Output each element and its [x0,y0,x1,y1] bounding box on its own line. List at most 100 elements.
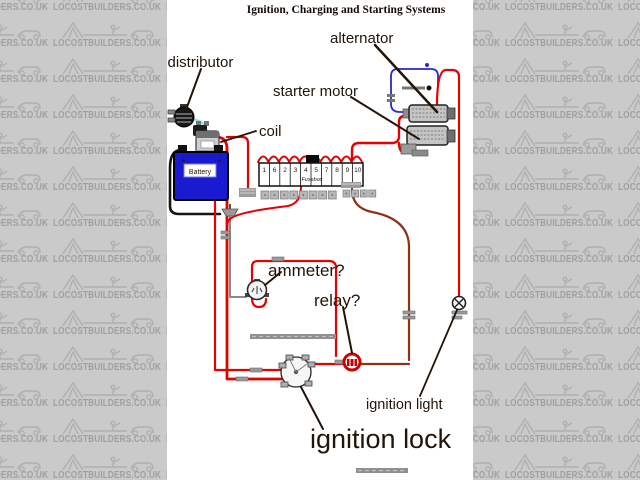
starter-motor-device [400,125,456,157]
watermark-tile: LOCOSTBUILDERS.CO.UK [0,344,53,378]
fuse-cell-label: 3 [294,167,298,174]
watermark-tile: LOCOSTBUILDERS.CO.UK [618,236,640,270]
watermark-text: LOCOSTBUILDERS.CO.UK [53,434,162,445]
distributor-device [167,104,195,128]
watermark-text: LOCOSTBUILDERS.CO.UK [0,146,49,157]
watermark-tile: LOCOSTBUILDERS.CO.UK [618,0,640,18]
fuse-cell-label: 7 [325,167,329,174]
watermark-tile: LOCOSTBUILDERS.CO.UK [618,452,640,480]
watermark-tile: LOCOSTBUILDERS.CO.UK [505,20,618,54]
label-ammeter: ammeter? [268,261,345,280]
watermark-text: LOCOSTBUILDERS.CO.UK [0,398,49,409]
watermark-tile: LOCOSTBUILDERS.CO.UK [0,452,53,480]
watermark-tile: LOCOSTBUILDERS.CO.UK [53,380,166,414]
watermark-text: LOCOSTBUILDERS.CO.UK [53,182,162,193]
watermark-tile: LOCOSTBUILDERS.CO.UK [618,56,640,90]
watermark-text: LOCOSTBUILDERS.CO.UK [0,470,49,480]
watermark-text: LOCOSTBUILDERS.CO.UK [0,218,49,229]
watermark-tile: LOCOSTBUILDERS.CO.UK [618,92,640,126]
watermark-tile: LOCOSTBUILDERS.CO.UK [505,56,618,90]
watermark-text: LOCOSTBUILDERS.CO.UK [53,254,162,265]
diagram-white-panel [167,0,473,480]
ammeter-device [245,279,269,301]
label-ignition-lock: ignition lock [310,424,452,454]
watermark-tile: LOCOSTBUILDERS.CO.UK [505,128,618,162]
fusebox-label: Fusebox [301,177,322,183]
battery-label: Battery [189,169,212,176]
svg-text:+: + [217,156,222,165]
red-trunk2-wire [213,190,285,372]
watermark-text: LOCOSTBUILDERS.CO.UK [53,290,162,301]
watermark-text: LOCOSTBUILDERS.CO.UK [0,290,49,301]
watermark-text: LOCOSTBUILDERS.CO.UK [618,326,640,337]
watermark-text: LOCOSTBUILDERS.CO.UK [505,218,614,229]
loom-bar-2 [356,468,408,473]
label-relay: relay? [314,291,360,310]
watermark-tile: LOCOSTBUILDERS.CO.UK [505,308,618,342]
watermark-tile: LOCOSTBUILDERS.CO.UK [53,164,166,198]
watermark-text: LOCOSTBUILDERS.CO.UK [505,110,614,121]
watermark-text: LOCOSTBUILDERS.CO.UK [0,326,49,337]
watermark-tile: LOCOSTBUILDERS.CO.UK [53,416,166,450]
watermark-tile: LOCOSTBUILDERS.CO.UK [53,92,166,126]
watermark-text: LOCOSTBUILDERS.CO.UK [0,182,49,193]
svg-text:+: + [181,156,186,165]
alternator-pointer [373,43,439,114]
watermark-tile: LOCOSTBUILDERS.CO.UK [0,20,53,54]
striped-block [341,182,361,188]
distributor-pointer [186,68,202,108]
watermark-text: LOCOSTBUILDERS.CO.UK [53,2,162,13]
connector [235,376,249,382]
connector [402,310,416,315]
ignition-lock-pointer [300,386,324,430]
ignition-light-device [451,295,467,311]
watermark-text: LOCOSTBUILDERS.CO.UK [618,38,640,49]
watermark-tile: LOCOSTBUILDERS.CO.UK [53,272,166,306]
pointer-lines [186,43,458,430]
connector [451,315,463,320]
watermark-text: LOCOSTBUILDERS.CO.UK [53,398,162,409]
watermark-tile: LOCOSTBUILDERS.CO.UK [53,344,166,378]
watermark-tile: LOCOSTBUILDERS.CO.UK [53,200,166,234]
watermark-tile: LOCOSTBUILDERS.CO.UK [618,308,640,342]
relay-pointer [342,306,353,354]
red-ignition-light-wire [435,68,461,298]
battery-device: + + Battery [173,145,229,201]
watermark-text: LOCOSTBUILDERS.CO.UK [53,326,162,337]
blue-terminal-dot [425,63,429,67]
label-ignition-light: ignition light [366,397,443,413]
watermark-tile: LOCOSTBUILDERS.CO.UK [0,164,53,198]
watermark-text: LOCOSTBUILDERS.CO.UK [53,74,162,85]
watermark-text: LOCOSTBUILDERS.CO.UK [53,218,162,229]
label-starter-motor: starter motor [273,83,358,100]
watermark-tile: LOCOSTBUILDERS.CO.UK [0,92,53,126]
starter-motor-pointer [350,96,420,140]
capacitor-bar-2 [387,99,395,102]
watermark-text: LOCOSTBUILDERS.CO.UK [53,362,162,373]
alternator-device [402,104,456,123]
connector [220,230,231,235]
fuse-cell-label: 2 [283,167,287,174]
watermark-tile: LOCOSTBUILDERS.CO.UK [505,200,618,234]
ignition-lock-device [278,354,316,388]
watermark-text: LOCOSTBUILDERS.CO.UK [53,110,162,121]
coil-pointer [220,130,257,143]
watermark-text: LOCOSTBUILDERS.CO.UK [505,146,614,157]
watermark-tile: LOCOSTBUILDERS.CO.UK [0,272,53,306]
watermark-text: LOCOSTBUILDERS.CO.UK [0,254,49,265]
watermark-tile: LOCOSTBUILDERS.CO.UK [618,128,640,162]
watermark-text: LOCOSTBUILDERS.CO.UK [618,362,640,373]
loop-terminal-dot [426,85,432,91]
label-alternator: alternator [330,30,393,47]
relay-device [342,352,362,372]
watermark-text: LOCOSTBUILDERS.CO.UK [618,146,640,157]
watermark-tile: LOCOSTBUILDERS.CO.UK [0,236,53,270]
watermark-text: LOCOSTBUILDERS.CO.UK [505,74,614,85]
watermark-tile: LOCOSTBUILDERS.CO.UK [53,236,166,270]
watermark-text: LOCOSTBUILDERS.CO.UK [505,290,614,301]
watermark-tile: LOCOSTBUILDERS.CO.UK [618,416,640,450]
watermark-text: LOCOSTBUILDERS.CO.UK [53,470,162,480]
watermark-tile: LOCOSTBUILDERS.CO.UK [505,380,618,414]
